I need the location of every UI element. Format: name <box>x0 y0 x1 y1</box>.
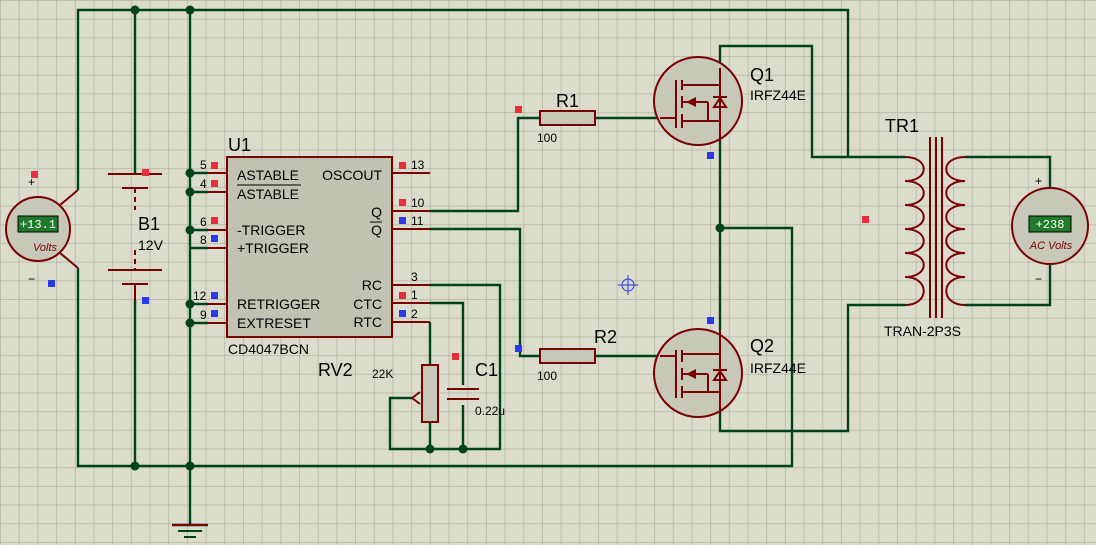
ac-meter-unit: AC Volts <box>1029 240 1073 252</box>
u1-pin-num: 11 <box>411 214 424 228</box>
u1-pin-name: ASTABLE <box>237 186 299 202</box>
dc-meter-reading: +13.1 <box>20 218 56 232</box>
u1-pin-num: 8 <box>200 233 207 247</box>
u1-pin-num: 1 <box>411 288 418 302</box>
u1-pin-name: RETRIGGER <box>237 296 320 312</box>
u1-pin-num: 3 <box>411 270 418 284</box>
q2-ref: Q2 <box>750 336 774 356</box>
logic-state-markers <box>31 106 869 360</box>
u1-pin-num: 10 <box>411 196 425 210</box>
c1-ref: C1 <box>475 360 498 380</box>
r2-value: 100 <box>537 369 557 383</box>
ic-u1[interactable]: U1 CD4047BCN 5 4 6 8 12 9 ASTABLE ASTABL… <box>193 135 430 357</box>
junction-dots <box>130 5 725 471</box>
rv2-ref: RV2 <box>318 360 353 380</box>
u1-pin-name: Q <box>371 204 382 220</box>
u1-pin-name: RTC <box>353 314 382 330</box>
u1-pin-name: ASTABLE <box>237 167 299 183</box>
ac-meter-plus: + <box>1035 174 1042 188</box>
r1-ref: R1 <box>556 91 579 111</box>
potentiometer-rv2[interactable]: RV2 22K <box>318 360 439 423</box>
u1-pin-name: +TRIGGER <box>237 240 309 256</box>
b1-value: 12V <box>138 237 164 253</box>
u1-pin-name: -TRIGGER <box>237 222 305 238</box>
ac-voltmeter[interactable]: +238 AC Volts + − <box>1011 174 1089 286</box>
u1-pin-name: Q <box>371 222 382 238</box>
tr1-ref: TR1 <box>885 116 919 136</box>
tr1-part: TRAN-2P3S <box>884 323 961 339</box>
u1-part: CD4047BCN <box>228 341 309 357</box>
transformer-tr1[interactable]: TR1 TRAN-2P3S <box>884 116 966 339</box>
dc-meter-unit: Volts <box>33 242 58 254</box>
dc-meter-minus: − <box>28 272 35 286</box>
u1-pin-num: 12 <box>193 289 207 303</box>
origin-marker-icon <box>618 275 638 295</box>
mosfet-q2[interactable]: Q2 IRFZ44E <box>653 328 806 418</box>
u1-pin-num: 6 <box>200 215 207 229</box>
u1-pin-name: CTC <box>353 296 382 312</box>
ground-symbol <box>172 524 208 538</box>
capacitor-c1[interactable]: C1 0.22u <box>447 360 505 418</box>
u1-pin-name: OSCOUT <box>322 167 382 183</box>
r1-value: 100 <box>537 131 557 145</box>
u1-pin-num: 4 <box>200 177 207 191</box>
u1-pin-num: 2 <box>411 307 418 321</box>
u1-pin-num: 5 <box>200 158 207 172</box>
rv2-value: 22K <box>372 367 393 381</box>
mosfet-q1[interactable]: Q1 IRFZ44E <box>653 56 806 146</box>
u1-pin-num: 9 <box>200 308 207 322</box>
resistor-r1[interactable]: R1 100 <box>537 91 596 145</box>
u1-pin-num: 13 <box>411 158 425 172</box>
r2-ref: R2 <box>594 327 617 347</box>
b1-ref: B1 <box>138 214 160 234</box>
dc-meter-plus: + <box>28 175 35 189</box>
dc-voltmeter[interactable]: +13.1 Volts + − <box>5 175 79 286</box>
ac-meter-minus: − <box>1035 272 1042 286</box>
q1-part: IRFZ44E <box>750 87 806 103</box>
q2-part: IRFZ44E <box>750 360 806 376</box>
ac-meter-reading: +238 <box>1036 218 1065 232</box>
battery-b1[interactable]: B1 12V <box>108 173 164 300</box>
q1-ref: Q1 <box>750 65 774 85</box>
u1-pin-name: EXTRESET <box>237 315 311 331</box>
u1-pin-name: RC <box>362 277 382 293</box>
wires <box>76 8 1052 527</box>
c1-value: 0.22u <box>475 404 505 418</box>
resistor-r2[interactable]: R2 100 <box>537 327 617 383</box>
u1-ref: U1 <box>228 135 251 155</box>
